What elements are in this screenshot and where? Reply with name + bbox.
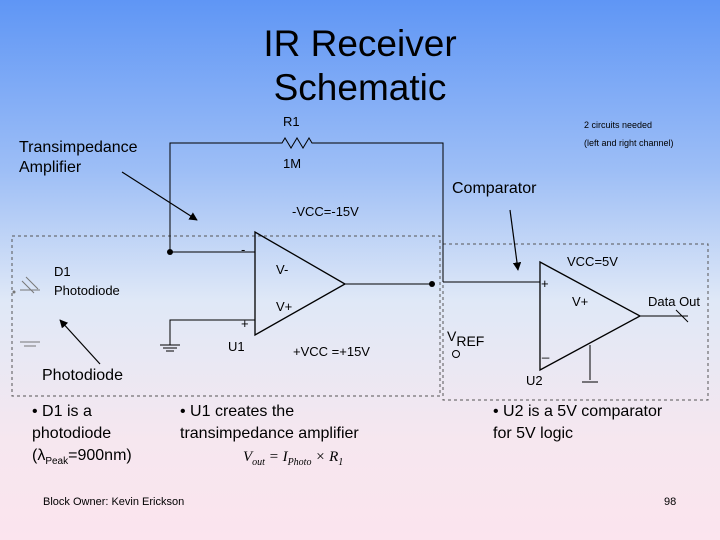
u2-plus-sign: +	[541, 276, 549, 291]
u1-ground-symbol	[160, 344, 180, 352]
comparator-callout-arrow	[509, 209, 522, 271]
bullet-u2-line-1: • U2 is a 5V comparator	[493, 403, 663, 420]
note-circuits-needed: 2 circuits needed	[584, 120, 653, 130]
comparator-label: Comparator	[452, 180, 537, 197]
transimpedance-label: Transimpedance Amplifier	[19, 138, 138, 178]
transimpedance-label-line-2: Amplifier	[19, 159, 82, 176]
vref-main: V	[447, 328, 457, 344]
u2-label: U2	[526, 373, 543, 388]
block-owner-footer: Block Owner: Kevin Erickson	[43, 496, 185, 508]
d1-label: D1	[54, 264, 71, 279]
comparator-block-outline	[442, 243, 709, 401]
lambda-prefix: (λ	[32, 447, 46, 464]
note-channels: (left and right channel)	[584, 138, 674, 148]
bullet-u2: • U2 is a 5V comparator for 5V logic	[493, 401, 662, 445]
lambda-value: =900nm)	[68, 447, 132, 464]
bullet-u1: • U1 creates the transimpedance amplifie…	[180, 401, 359, 445]
junction-dot-output	[429, 281, 435, 287]
vref-subscript: REF	[456, 333, 485, 349]
bullet-d1: • D1 is a photodiode (λPeak=900nm)	[32, 401, 132, 473]
bullet-u2-line-2: for 5V logic	[493, 425, 574, 442]
photodiode-d1-symbol	[12, 276, 40, 294]
data-out-label: Data Out	[648, 294, 701, 309]
r1-value-label: 1M	[283, 156, 302, 171]
ground-symbol-left	[20, 341, 40, 347]
formula-vout-sub: out	[252, 457, 265, 468]
comparator-u2-symbol	[539, 260, 642, 372]
title-line-2: Schematic	[273, 67, 447, 108]
u2-vplus-label: V+	[572, 294, 589, 309]
feedback-wire	[169, 142, 444, 282]
slide-title: IR Receiver Schematic	[200, 22, 520, 110]
u1-input-wires	[169, 251, 432, 345]
page-number: 98	[664, 496, 677, 508]
formula-r: R	[329, 449, 339, 465]
transimpedance-callout-arrow	[121, 171, 198, 221]
formula-times: ×	[311, 449, 330, 465]
formula-equals: =	[264, 449, 283, 465]
u1-minus-sign: -	[241, 242, 246, 257]
vref-terminal-icon	[452, 350, 460, 358]
vref-label: VREF	[447, 328, 484, 349]
output-voltage-formula: Vout = IPhoto × R1	[243, 449, 343, 468]
op-amp-u1-symbol	[254, 230, 347, 337]
u1-plus-sign: +	[241, 316, 249, 331]
bullet-d1-line-3: (λPeak=900nm)	[32, 445, 132, 473]
formula-iphoto-sub: Photo	[287, 457, 312, 468]
u2-wires	[443, 281, 688, 383]
junction-dot-input	[167, 249, 173, 255]
bullet-d1-line-2: photodiode	[32, 425, 112, 442]
d1-type-label: Photodiode	[54, 283, 120, 298]
formula-vout: V	[243, 449, 253, 465]
vcc-5v-label: VCC=5V	[567, 254, 618, 269]
r1-label: R1	[283, 114, 300, 129]
formula-r-sub: 1	[338, 457, 344, 468]
transimpedance-label-line-1: Transimpedance	[19, 139, 138, 156]
title-line-1: IR Receiver	[263, 23, 457, 64]
photodiode-callout-arrow	[59, 319, 101, 365]
u1-vplus-label: V+	[276, 299, 293, 314]
photodiode-label: Photodiode	[42, 367, 123, 384]
bullet-u1-line-2: transimpedance amplifier	[180, 425, 359, 442]
bullet-u1-line-1: • U1 creates the	[180, 403, 295, 420]
data-out-arrow-icon	[675, 309, 689, 323]
u1-label: U1	[228, 339, 245, 354]
lambda-subscript: Peak	[45, 456, 69, 468]
resistor-r1-symbol	[275, 137, 315, 149]
positive-supply-label: +VCC =+15V	[293, 344, 370, 359]
u2-minus-sign: _	[542, 344, 550, 359]
formula-iphoto: I	[282, 449, 288, 465]
bullet-d1-line-1: • D1 is a	[32, 403, 92, 420]
u1-vminus-label: V-	[276, 262, 289, 277]
negative-supply-label: -VCC=-15V	[292, 204, 359, 219]
